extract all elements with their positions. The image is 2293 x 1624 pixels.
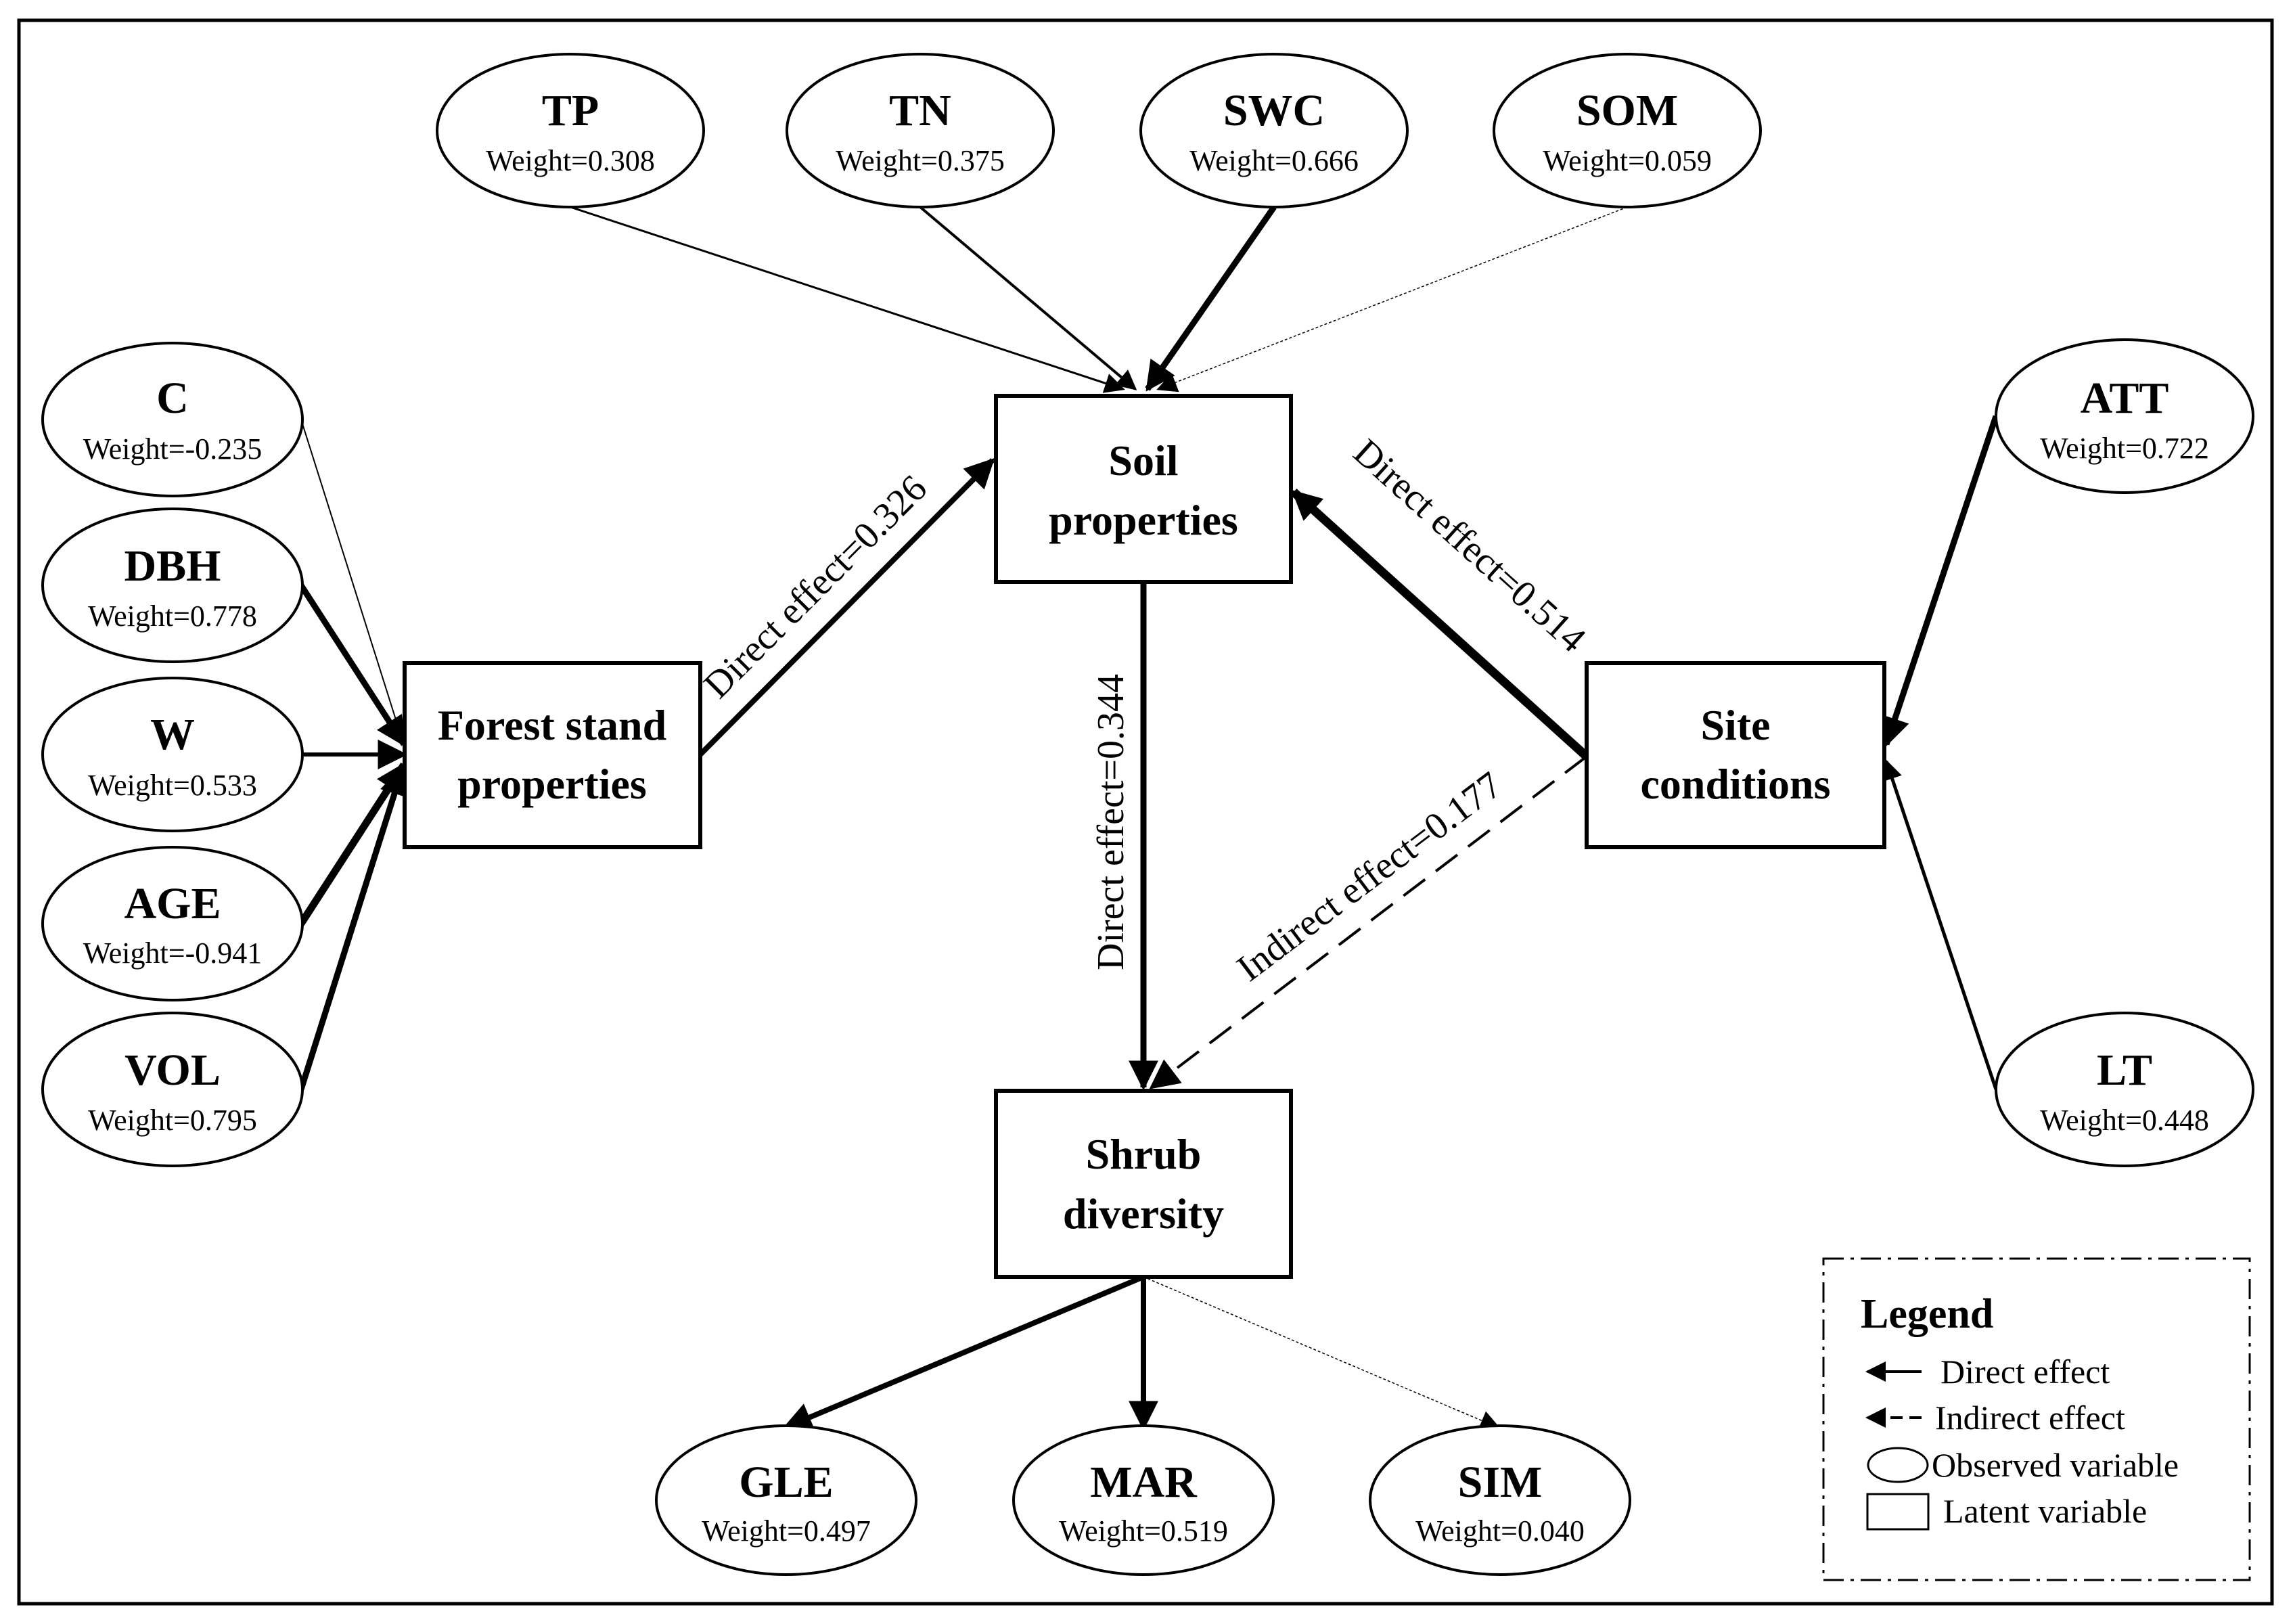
legend-indirect-label: Indirect effect	[1935, 1399, 2125, 1437]
edge-age-forest	[298, 762, 407, 926]
legend-observed-label: Observed variable	[1932, 1446, 2179, 1484]
latent-soil-line2: properties	[1049, 496, 1238, 544]
svg-text:Weight=0.519: Weight=0.519	[1059, 1514, 1228, 1548]
edge-shrub-gle	[781, 1274, 1145, 1431]
svg-text:Weight=0.533: Weight=0.533	[88, 769, 257, 802]
observed-vol: VOL Weight=0.795	[41, 1012, 304, 1167]
svg-text:Weight=-0.235: Weight=-0.235	[83, 432, 262, 466]
latent-forest-stand-properties: Forest stand properties	[403, 661, 702, 849]
legend: Legend Direct effect Indirect effect Obs…	[1822, 1257, 2251, 1581]
edge-vol-forest	[298, 765, 409, 1091]
svg-text:W: W	[150, 710, 195, 759]
latent-site-line2: conditions	[1641, 760, 1831, 808]
svg-text:Weight=0.375: Weight=0.375	[836, 144, 1005, 177]
edge-att-site	[1880, 415, 1999, 748]
svg-text:LT: LT	[2097, 1045, 2152, 1095]
legend-rect-symbol	[1866, 1493, 1930, 1531]
edge-swc-soil	[1145, 205, 1277, 392]
svg-text:Weight=0.448: Weight=0.448	[2040, 1104, 2209, 1137]
observed-sim: SIM Weight=0.040	[1369, 1424, 1631, 1576]
label-forest-soil: Direct effect=0.326	[696, 468, 935, 706]
svg-text:TP: TP	[542, 86, 599, 135]
observed-som: SOM Weight=0.059	[1493, 53, 1762, 208]
edge-site-soil	[1290, 489, 1590, 760]
svg-text:AGE: AGE	[124, 879, 221, 928]
svg-text:Weight=-0.941: Weight=-0.941	[83, 937, 262, 970]
svg-text:SIM: SIM	[1458, 1458, 1543, 1507]
latent-shrub-line2: diversity	[1063, 1190, 1224, 1238]
latent-forest-line2: properties	[457, 760, 647, 808]
svg-text:SOM: SOM	[1576, 86, 1678, 135]
svg-text:Weight=0.497: Weight=0.497	[702, 1514, 871, 1548]
edge-tp-soil	[570, 206, 1125, 393]
svg-text:ATT: ATT	[2081, 374, 2169, 423]
svg-text:Weight=0.308: Weight=0.308	[486, 144, 655, 177]
observed-age: AGE Weight=-0.941	[41, 846, 304, 1001]
svg-text:Weight=0.059: Weight=0.059	[1543, 144, 1712, 177]
svg-text:Weight=0.666: Weight=0.666	[1189, 144, 1359, 177]
observed-c: C Weight=-0.235	[41, 342, 304, 497]
legend-title: Legend	[1861, 1291, 1993, 1337]
latent-shrub-diversity: Shrub diversity	[994, 1089, 1293, 1279]
observed-gle: GLE Weight=0.497	[655, 1424, 917, 1576]
legend-ellipse-symbol	[1867, 1447, 1929, 1483]
observed-swc: SWC Weight=0.666	[1139, 53, 1409, 208]
label-site-shrub: Indirect effect=0.177	[1229, 764, 1509, 990]
svg-text:Weight=0.722: Weight=0.722	[2040, 432, 2209, 465]
edge-lt-site	[1882, 759, 1998, 1090]
edge-som-soil	[1156, 206, 1628, 392]
label-soil-shrub: Direct effect=0.344	[1090, 674, 1132, 970]
legend-latent-label: Latent variable	[1943, 1492, 2147, 1530]
latent-site-conditions: Site conditions	[1585, 661, 1886, 849]
svg-text:DBH: DBH	[124, 541, 221, 591]
observed-mar: MAR Weight=0.519	[1012, 1424, 1275, 1576]
svg-text:TN: TN	[889, 86, 951, 135]
edge-shrub-sim	[1143, 1276, 1501, 1430]
svg-text:VOL: VOL	[124, 1045, 221, 1095]
svg-text:C: C	[156, 374, 189, 423]
svg-text:Weight=0.795: Weight=0.795	[88, 1104, 257, 1137]
edge-forest-soil	[698, 457, 995, 757]
latent-soil-line1: Soil	[1108, 436, 1178, 484]
edge-site-shrub	[1149, 755, 1588, 1089]
observed-lt: LT Weight=0.448	[1995, 1012, 2254, 1167]
edge-tn-soil	[919, 206, 1137, 390]
observed-w: W Weight=0.533	[41, 677, 304, 832]
svg-text:Weight=0.040: Weight=0.040	[1415, 1514, 1585, 1548]
label-site-soil: Direct effect=0.514	[1346, 431, 1594, 660]
latent-forest-line1: Forest stand	[438, 701, 666, 749]
svg-text:SWC: SWC	[1223, 86, 1325, 135]
observed-dbh: DBH Weight=0.778	[41, 508, 304, 663]
latent-site-line1: Site	[1700, 701, 1770, 749]
observed-tp: TP Weight=0.308	[436, 53, 705, 208]
legend-direct-label: Direct effect	[1940, 1353, 2110, 1391]
outer-frame	[17, 18, 2274, 1606]
svg-text:MAR: MAR	[1090, 1458, 1198, 1507]
edge-dbh-forest	[298, 583, 407, 747]
svg-text:Weight=0.778: Weight=0.778	[88, 600, 257, 633]
svg-text:GLE: GLE	[739, 1458, 833, 1507]
observed-tn: TN Weight=0.375	[786, 53, 1055, 208]
observed-att: ATT Weight=0.722	[1995, 338, 2254, 494]
latent-shrub-line1: Shrub	[1086, 1130, 1202, 1178]
edge-c-forest	[300, 419, 407, 743]
latent-soil-properties: Soil properties	[994, 394, 1293, 584]
